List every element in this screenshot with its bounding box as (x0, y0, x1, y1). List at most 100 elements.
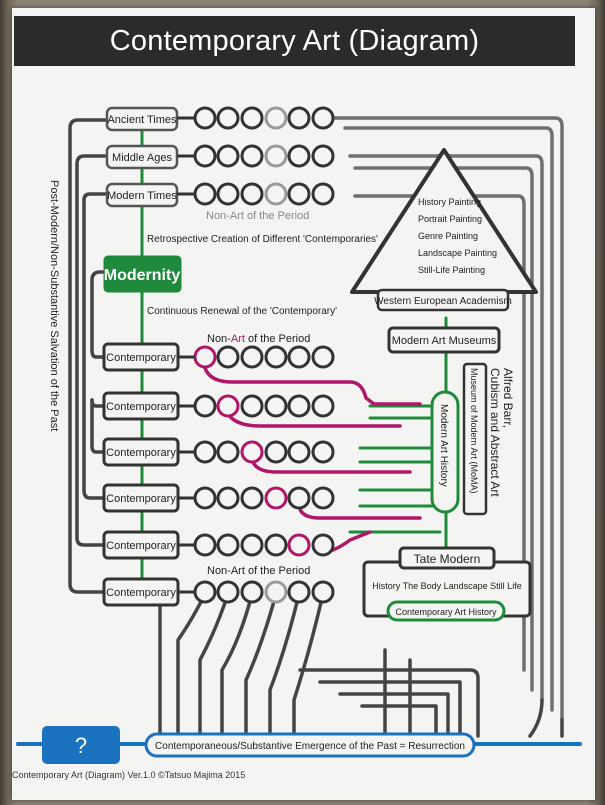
contemporary-box: Contemporary (102, 342, 180, 372)
contemporary-circle (311, 533, 335, 557)
genre-landscape: Landscape Painting (418, 248, 497, 258)
non-art-label-bottom: Non-Art of the Period (207, 565, 310, 577)
genre-history: History Painting (418, 197, 481, 207)
contemporary-circle (311, 580, 335, 604)
academism-triangle: History Painting Portrait Painting Genre… (350, 148, 538, 294)
contemporary-circle (216, 394, 240, 418)
barr-line2: Cubism and Abstract Art (488, 368, 502, 497)
period-circle (193, 106, 217, 130)
period-circle (311, 182, 335, 206)
contemporary-circle (216, 345, 240, 369)
contemporary-circle (193, 345, 217, 369)
left-vertical-label: Post-Modern/Non-Substantive Salvation of… (48, 180, 60, 431)
period-circle (264, 144, 288, 168)
contemporary-circle (216, 533, 240, 557)
tate-topics: History The Body Landscape Still Life (372, 581, 521, 591)
contemporary-box: Contemporary (102, 483, 180, 513)
period-circle (240, 144, 264, 168)
modern-art-museums-label: Modern Art Museums (392, 335, 497, 347)
period-circle (311, 106, 335, 130)
period-circle (287, 182, 311, 206)
period-middle: Middle Ages (105, 144, 179, 170)
modern-art-history-pill: Modern Art History (430, 390, 460, 514)
right-wires (328, 116, 564, 722)
contemporary-circle (287, 394, 311, 418)
contemporary-circle (240, 440, 264, 464)
contemporary-box: Contemporary (102, 577, 180, 607)
contemporary-circle (264, 486, 288, 510)
period-circle (240, 106, 264, 130)
moma-label: Museum of Modern Art (MoMA) (469, 368, 479, 494)
contemporary-circle (287, 486, 311, 510)
contemporary-circle (240, 580, 264, 604)
moma-box: Museum of Modern Art (MoMA) (462, 362, 488, 516)
contemporary-label: Contemporary (106, 447, 176, 459)
contemporary-circle (287, 533, 311, 557)
contemporary-label: Contemporary (106, 493, 176, 505)
period-ancient: Ancient Times (105, 106, 179, 132)
genre-still-life: Still-Life Painting (418, 265, 485, 275)
contemporary-circle (216, 580, 240, 604)
contemporary-circle (193, 486, 217, 510)
academism-box: Western European Academism (374, 288, 512, 312)
contemporary-art-history-pill: Contemporary Art History (386, 600, 506, 622)
contemporary-circle (240, 486, 264, 510)
contemporary-circle (216, 486, 240, 510)
contemporary-circle (287, 345, 311, 369)
academism-label: Western European Academism (374, 296, 512, 307)
contemporary-circle (193, 533, 217, 557)
period-circle (311, 144, 335, 168)
continuous-label: Continuous Renewal of the 'Contemporary' (147, 306, 337, 317)
period-circle (264, 106, 288, 130)
genre-portrait: Portrait Painting (418, 214, 482, 224)
retrospective-label: Retrospective Creation of Different 'Con… (147, 234, 378, 245)
non-art-label-middle: Non-Art of the Period (207, 333, 310, 345)
contemporary-box: Contemporary (102, 437, 180, 467)
contemporary-art-history-label: Contemporary Art History (395, 607, 497, 617)
poster-title: Contemporary Art (Diagram) (109, 25, 480, 57)
barr-line1: Alfred Barr, (501, 368, 515, 428)
contemporary-circle (264, 440, 288, 464)
period-label-middle: Middle Ages (112, 152, 172, 164)
period-circle (216, 106, 240, 130)
contemporary-label: Contemporary (106, 587, 176, 599)
modern-art-museums-box: Modern Art Museums (387, 326, 501, 354)
question-mark: ? (75, 733, 87, 758)
period-circle (240, 182, 264, 206)
contemporary-circle (240, 394, 264, 418)
genre-genre: Genre Painting (418, 231, 478, 241)
period-circle (264, 182, 288, 206)
contemporary-box: Contemporary (102, 391, 180, 421)
period-label-modern: Modern Times (107, 190, 177, 202)
contemporary-circle (311, 345, 335, 369)
contemporary-circle (264, 533, 288, 557)
contemporary-circle (193, 580, 217, 604)
contemporary-circle (311, 394, 335, 418)
contemporary-box: Contemporary (102, 530, 180, 560)
footer-credit: Contemporary Art (Diagram) Ver.1.0 ©Tats… (12, 770, 246, 780)
period-modern: Modern Times (105, 182, 179, 208)
non-art-label-top: Non-Art of the Period (206, 210, 309, 222)
period-circle (193, 182, 217, 206)
period-circle (216, 182, 240, 206)
contemporary-circle (264, 394, 288, 418)
modernity-label: Modernity (104, 267, 181, 284)
contemporary-label: Contemporary (106, 540, 176, 552)
contemporary-circle (311, 486, 335, 510)
question-box: ? (42, 726, 120, 764)
contemporary-circle (311, 440, 335, 464)
title-bar: Contemporary Art (Diagram) (14, 16, 575, 66)
resurrection-pill: Contemporaneous/Substantive Emergence of… (144, 732, 476, 758)
contemporary-circle (264, 580, 288, 604)
modern-art-history-label: Modern Art History (438, 404, 449, 487)
period-circle (216, 144, 240, 168)
modernity-node: Modernity (103, 255, 182, 293)
period-circle (193, 144, 217, 168)
contemporary-circle (287, 580, 311, 604)
contemporary-circle (216, 440, 240, 464)
left-loops (68, 118, 107, 594)
period-circle (287, 144, 311, 168)
resurrection-label: Contemporaneous/Substantive Emergence of… (155, 741, 465, 752)
magenta-wires (203, 366, 422, 554)
